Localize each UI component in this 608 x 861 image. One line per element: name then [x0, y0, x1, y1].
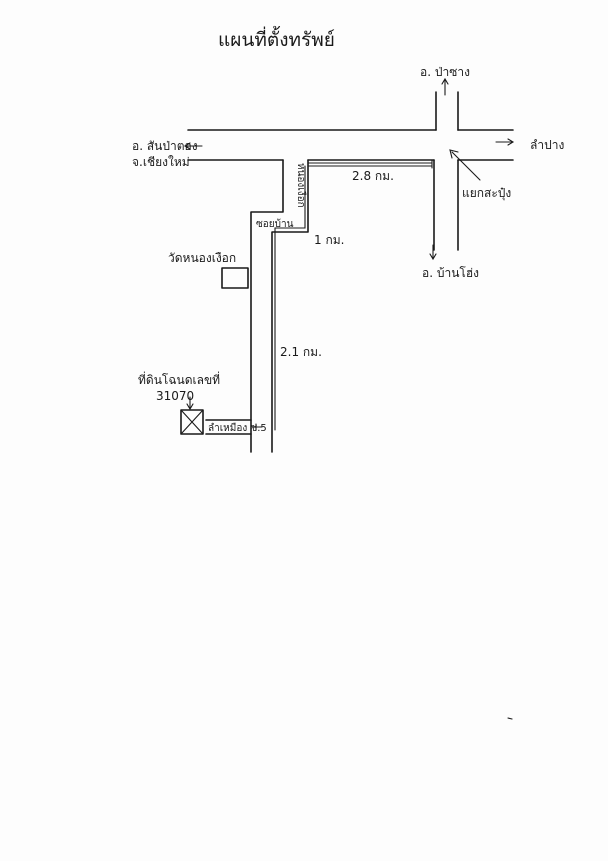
- branch-label: ลำเหมือง ซ.5: [208, 422, 267, 434]
- distance-mid-label: 1 กม.: [314, 233, 344, 247]
- arrow-east-icon: [495, 138, 515, 146]
- south-destination-label: อ. บ้านโฮ่ง: [422, 266, 479, 280]
- distance-south-label: 2.1 กม.: [280, 345, 322, 359]
- parcel-cross-icon: [180, 409, 204, 435]
- alley-east-edge: [271, 159, 309, 453]
- west-destination-line1: อ. สันป่าตอง: [132, 139, 198, 153]
- arrow-south-icon: [429, 244, 437, 261]
- east-destination-label: ลำปาง: [530, 138, 564, 152]
- map-title: แผนที่ตั้งทรัพย์: [218, 26, 335, 51]
- distance-east-label: 2.8 กม.: [352, 169, 394, 183]
- arrow-north-icon: [441, 77, 449, 96]
- alley-side-label: หนองเงือก: [295, 163, 307, 208]
- north-destination-label: อ. ป่าซาง: [420, 65, 470, 79]
- temple-box: [221, 267, 249, 289]
- parcel-pointer-icon: [186, 396, 194, 411]
- parcel-label-line2: 31070: [156, 389, 194, 403]
- parcel-label-line1: ที่ดินโฉนดเลขที่: [138, 371, 220, 387]
- branch-marker-icon: [252, 423, 263, 431]
- parcel-box: [180, 409, 204, 435]
- arrow-west-icon: [183, 142, 203, 150]
- route-line-alley: [274, 165, 306, 431]
- intersection-pointer-icon: [449, 149, 481, 181]
- stray-mark: [507, 717, 513, 720]
- alley-main-label: ซอยบ้าน: [256, 218, 294, 230]
- temple-label: วัดหนองเงือก: [168, 251, 236, 265]
- alley-west-edge: [250, 159, 284, 453]
- intersection-label: แยกสะปุ๋ง: [462, 186, 511, 201]
- west-destination-line2: จ.เชียงใหม่: [132, 155, 190, 169]
